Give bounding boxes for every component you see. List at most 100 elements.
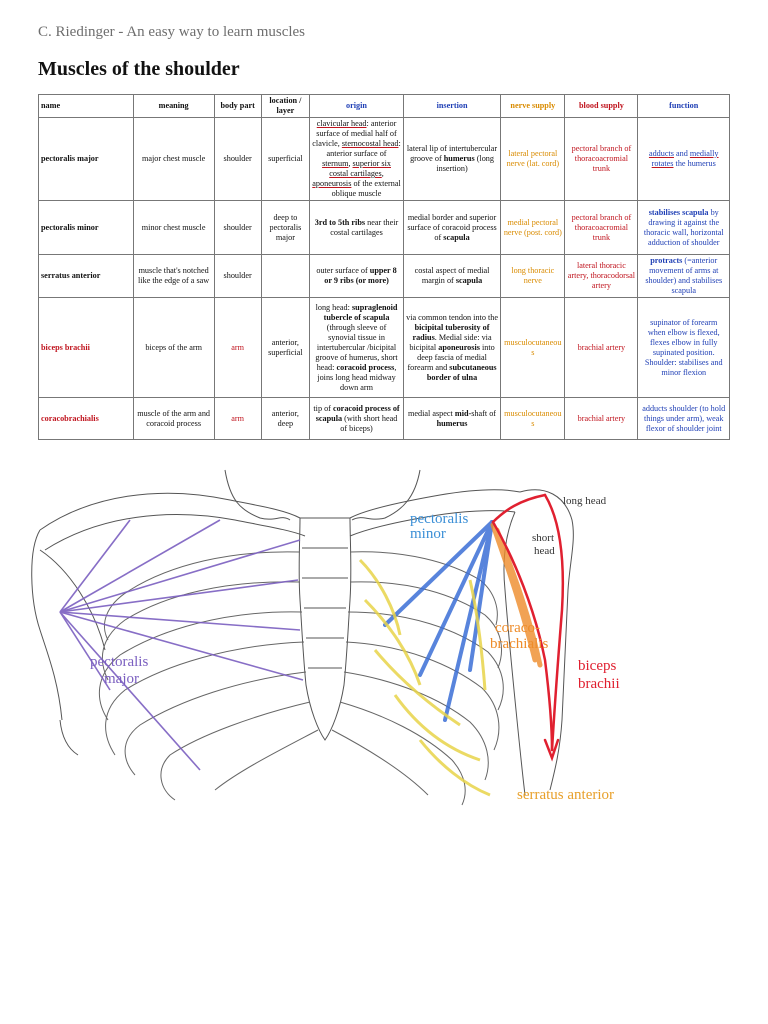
cell-text-segment: sternum — [322, 159, 349, 168]
serratus-anterior-slips — [358, 558, 491, 797]
col-header-meaning: meaning — [132, 94, 215, 118]
cell-function: supinator of forearm when elbow is flexe… — [637, 297, 730, 398]
cell-insertion: medial aspect mid-shaft of humerus — [402, 397, 502, 440]
cell-text-segment: medial border and superior surface of co… — [407, 212, 497, 242]
cell-text-segment: 3rd to 5th ribs — [314, 217, 366, 227]
cell-text-segment: medial aspect — [408, 408, 455, 418]
label-long-head: long head — [563, 495, 607, 507]
col-header-location: location / layer — [260, 94, 311, 118]
cell-origin: outer surface of upper 8 or 9 ribs (or m… — [309, 254, 404, 298]
cell-nerve-supply: lateral pectoral nerve (lat. cord) — [500, 117, 566, 201]
cell-text-segment: upper 8 or 9 ribs (or more) — [324, 266, 397, 285]
cell-text-segment: coracoid process — [336, 362, 395, 372]
cell-origin: long head: supraglenoid tubercle of scap… — [309, 297, 404, 398]
cell-text-segment: supinator of forearm when elbow is flexe… — [644, 317, 723, 377]
cell-location: anterior, superficial — [260, 297, 311, 398]
cell-text-segment: , joins long head midway down arm — [317, 362, 397, 392]
cell-text-segment: humerus — [436, 418, 468, 428]
cell-meaning: muscle that's notched like the edge of a… — [132, 254, 215, 298]
cell-origin: clavicular head: anterior surface of med… — [309, 117, 404, 201]
cell-location: anterior, deep — [260, 397, 311, 440]
cell-text-segment: outer surface of — [316, 266, 370, 275]
cell-origin: tip of coracoid process of scapula (with… — [309, 397, 404, 440]
cell-meaning: muscle of the arm and coracoid process — [132, 397, 215, 440]
cell-blood-supply: brachial artery — [564, 397, 639, 440]
cell-text-segment: (long insertion) — [436, 154, 494, 173]
cell-text-segment: coracoid process of scapula — [315, 403, 400, 423]
label-coracobrachialis-1: coraco- — [495, 620, 540, 636]
cell-text-segment: subcutaneous border of ulna — [426, 362, 497, 382]
cell-text-segment: (with short head of biceps) — [340, 413, 398, 433]
cell-text-segment: supraglenoid tubercle of scapula — [323, 302, 398, 322]
cell-body-part: shoulder — [213, 200, 262, 255]
cell-body-part: arm — [213, 297, 262, 398]
pectoralis-minor-fibers — [383, 520, 494, 722]
cell-nerve-supply: musculocutaneous — [500, 397, 566, 440]
cell-text-segment: scapula — [455, 276, 483, 285]
cell-text-segment: adducts shoulder (to hold things under a… — [642, 403, 726, 433]
cell-text-segment: via common tendon into the — [406, 312, 498, 322]
biceps-brachii-heads — [491, 493, 565, 762]
cell-text-segment: humerus — [443, 154, 475, 163]
cell-text-segment: protracts — [650, 256, 683, 265]
cell-text-segment: sternocostal head — [341, 139, 399, 148]
cell-text-segment: tip of — [313, 403, 333, 413]
cell-text-segment: the humerus — [673, 159, 716, 168]
cell-function: stabilises scapula by drawing it against… — [637, 200, 730, 255]
cell-location: superficial — [260, 117, 311, 201]
cell-function: adducts and medially rotates the humerus — [637, 117, 730, 201]
cell-text-segment: adducts — [648, 149, 674, 158]
cell-meaning: major chest muscle — [132, 117, 215, 201]
cell-insertion: via common tendon into the bicipital tub… — [402, 297, 502, 398]
table-header-row: name meaning body part location / layer … — [38, 94, 730, 118]
cell-name: biceps brachii — [38, 297, 134, 398]
col-header-name: name — [38, 94, 134, 118]
cell-text-segment: medially rotates — [651, 149, 719, 168]
cell-text-segment: : anterior surface of — [326, 139, 401, 158]
cell-text-segment: mid- — [454, 408, 472, 418]
cell-blood-supply: brachial artery — [564, 297, 639, 398]
cell-location — [260, 254, 311, 298]
diagram-labels: long head short head pectoralis minor co… — [90, 495, 620, 803]
cell-text-segment: and — [673, 149, 690, 158]
cell-text-segment: aponeurosis — [438, 342, 480, 352]
cell-text-segment: aponeurosis — [312, 179, 352, 188]
label-biceps-1: biceps — [578, 658, 616, 674]
author-line: C. Riedinger - An easy way to learn musc… — [38, 24, 306, 40]
col-header-insertion: insertion — [402, 94, 502, 118]
cell-insertion: medial border and superior surface of co… — [402, 200, 502, 255]
col-header-nerve: nerve supply — [500, 94, 566, 118]
label-pectoralis-major-1: pectoralis — [90, 654, 148, 670]
coracobrachialis-shape — [490, 522, 543, 668]
cell-text-segment: clavicular head — [316, 119, 367, 128]
cell-blood-supply: lateral thoracic artery, thoracodorsal a… — [564, 254, 639, 298]
cell-text-segment: . Medial side: via bicipital — [409, 332, 492, 352]
label-pectoralis-minor-2: minor — [410, 526, 446, 542]
col-header-blood: blood supply — [564, 94, 639, 118]
cell-text-segment: : anterior surface of medial half of cla… — [312, 119, 397, 148]
rib-cage — [98, 551, 504, 806]
cell-text-segment: by drawing it against the thoracic wall,… — [643, 207, 724, 247]
cell-blood-supply: pectoral branch of thoracoacromial trunk — [564, 200, 639, 255]
cell-text-segment: (through sleeve of synovial tissue in in… — [315, 322, 398, 372]
cell-meaning: minor chest muscle — [132, 200, 215, 255]
cell-body-part: arm — [213, 397, 262, 440]
cell-text-segment: bicipital tuberosity of radius — [412, 322, 490, 342]
cell-nerve-supply: long thoracic nerve — [500, 254, 566, 298]
cell-meaning: biceps of the arm — [132, 297, 215, 398]
cell-name: coracobrachialis — [38, 397, 134, 440]
cell-text-segment: , — [381, 169, 384, 178]
cell-name: pectoralis major — [38, 117, 134, 201]
cell-text-segment: lateral lip of intertubercular groove of — [406, 144, 498, 163]
cell-nerve-supply: musculocutaneous — [500, 297, 566, 398]
muscles-table: name meaning body part location / layer … — [38, 94, 730, 440]
col-header-origin: origin — [309, 94, 404, 118]
cell-text-segment: of the external oblique muscle — [331, 179, 401, 198]
cell-text-segment: , — [348, 159, 353, 168]
label-short-head-2: head — [534, 545, 555, 557]
skeleton-outline — [31, 469, 574, 796]
cell-name: serratus anterior — [38, 254, 134, 298]
label-pectoralis-minor-1: pectoralis — [410, 511, 468, 527]
cell-function: adducts shoulder (to hold things under a… — [637, 397, 730, 440]
